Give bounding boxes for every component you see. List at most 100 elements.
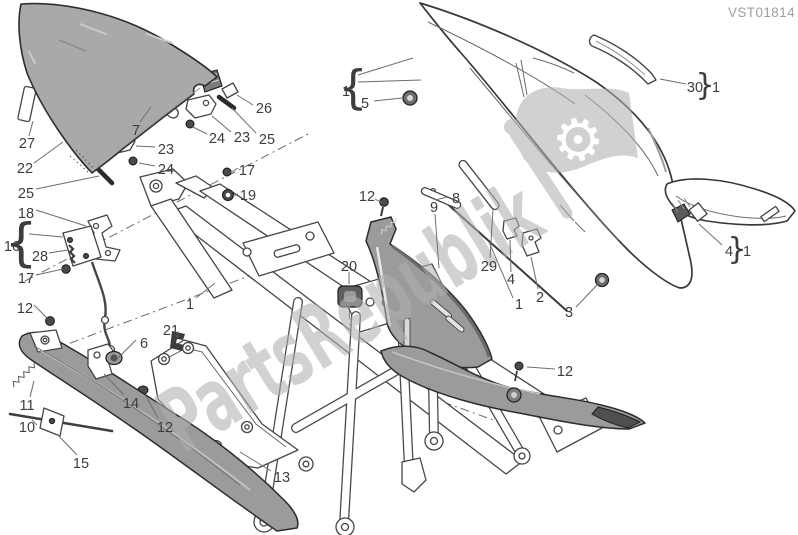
callout-leader — [211, 115, 232, 133]
callout-label-14[interactable]: 14 — [123, 396, 139, 412]
callout-leader — [236, 94, 254, 106]
callout-label-16[interactable]: 16 — [4, 239, 20, 255]
callout-label-1[interactable]: 1 — [712, 80, 720, 96]
callout-label-11[interactable]: 11 — [19, 398, 34, 414]
callout-label-2[interactable]: 2 — [536, 290, 544, 306]
callout-label-6[interactable]: 6 — [140, 336, 148, 352]
callout-leader — [31, 419, 38, 426]
latch-cable — [90, 261, 112, 349]
callout-leader — [117, 339, 137, 359]
callout-label-5[interactable]: 5 — [361, 96, 369, 112]
callout-label-27[interactable]: 27 — [19, 136, 35, 152]
callout-label-17[interactable]: 17 — [18, 271, 34, 287]
callout-leader — [135, 145, 156, 148]
callout-label-20[interactable]: 20 — [341, 259, 357, 275]
callout-label-9[interactable]: 9 — [430, 200, 438, 216]
part-number-engraving — [380, 217, 397, 235]
right-side-panel-part — [380, 345, 646, 430]
callout-leader — [575, 283, 599, 308]
callout-leader — [35, 209, 87, 227]
group-leader — [28, 233, 64, 238]
callout-label-25[interactable]: 25 — [18, 186, 34, 202]
seat-strap — [588, 34, 657, 85]
callout-leader — [139, 106, 152, 123]
tail-cowl-part — [18, 2, 218, 175]
callout-leader — [489, 208, 494, 259]
callout-label-28[interactable]: 28 — [32, 249, 48, 265]
callout-label-19[interactable]: 19 — [240, 188, 256, 204]
callout-leader — [530, 256, 539, 290]
callout-leader — [509, 239, 512, 273]
callout-label-24[interactable]: 24 — [158, 162, 174, 178]
callout-leader — [192, 126, 208, 135]
callout-leader — [48, 249, 69, 254]
seat-latch-assembly — [61, 214, 121, 356]
callout-leader — [29, 380, 35, 398]
group-brace: } — [727, 232, 746, 267]
callout-leader — [33, 304, 49, 320]
callout-label-23[interactable]: 23 — [234, 130, 250, 146]
callout-label-24[interactable]: 24 — [209, 131, 225, 147]
left-side-panel-part — [8, 329, 299, 532]
callout-label-12[interactable]: 12 — [359, 189, 375, 205]
callout-label-12[interactable]: 12 — [557, 364, 573, 380]
callout-label-21[interactable]: 21 — [163, 323, 179, 339]
callout-leader — [488, 241, 514, 299]
screw — [222, 167, 232, 177]
callout-label-4[interactable]: 4 — [507, 272, 515, 288]
callout-label-22[interactable]: 22 — [17, 161, 33, 177]
callout-label-29[interactable]: 29 — [481, 259, 497, 275]
callout-label-4[interactable]: 4 — [725, 244, 733, 260]
callout-leader — [33, 141, 64, 164]
stop-pin — [95, 166, 115, 186]
stop-pin — [216, 94, 237, 111]
callout-leader — [229, 167, 239, 174]
callout-label-25[interactable]: 25 — [259, 132, 275, 148]
trim-strip — [458, 159, 500, 211]
callout-label-1[interactable]: 1 — [515, 297, 523, 313]
callout-label-17[interactable]: 17 — [239, 163, 255, 179]
callout-label-15[interactable]: 15 — [73, 456, 89, 472]
callout-label-1[interactable]: 1 — [342, 84, 350, 100]
callout-label-1[interactable]: 1 — [186, 297, 194, 313]
callout-leader — [176, 330, 179, 338]
callout-leader — [103, 373, 125, 396]
callout-leader — [145, 395, 159, 419]
callout-leader — [698, 223, 723, 246]
cable-clip — [170, 331, 185, 351]
callout-leader — [239, 451, 272, 472]
callout-leader — [434, 196, 448, 201]
callout-leader — [232, 193, 239, 197]
callout-label-10[interactable]: 10 — [19, 420, 35, 436]
clip — [502, 217, 520, 240]
callout-label-1[interactable]: 1 — [743, 244, 751, 260]
callout-label-7[interactable]: 7 — [132, 123, 140, 139]
callout-leader — [659, 78, 687, 85]
callout-leader — [56, 433, 78, 456]
callout-leader — [434, 213, 440, 269]
callout-label-12[interactable]: 12 — [157, 420, 173, 436]
callout-label-23[interactable]: 23 — [158, 142, 174, 158]
group-brace: { — [4, 214, 37, 274]
clip — [521, 228, 542, 257]
callout-label-13[interactable]: 13 — [274, 470, 290, 486]
group-brace: { — [338, 61, 367, 115]
callout-label-3[interactable]: 3 — [565, 305, 573, 321]
callout-label-26[interactable]: 26 — [256, 101, 272, 117]
callout-label-18[interactable]: 18 — [18, 206, 34, 222]
center-side-panel-part — [365, 197, 493, 369]
group-leader — [357, 79, 422, 83]
callout-leader — [374, 198, 383, 204]
callout-leader — [35, 175, 100, 190]
group-leader — [357, 57, 414, 76]
callout-label-8[interactable]: 8 — [452, 191, 460, 207]
callout-label-12[interactable]: 12 — [17, 301, 33, 317]
fasteners — [45, 90, 610, 351]
rubber-block — [221, 82, 239, 99]
leader-lines — [28, 57, 723, 472]
callout-label-30[interactable]: 30 — [687, 80, 703, 96]
catalog-code: VST01814 — [728, 5, 795, 20]
